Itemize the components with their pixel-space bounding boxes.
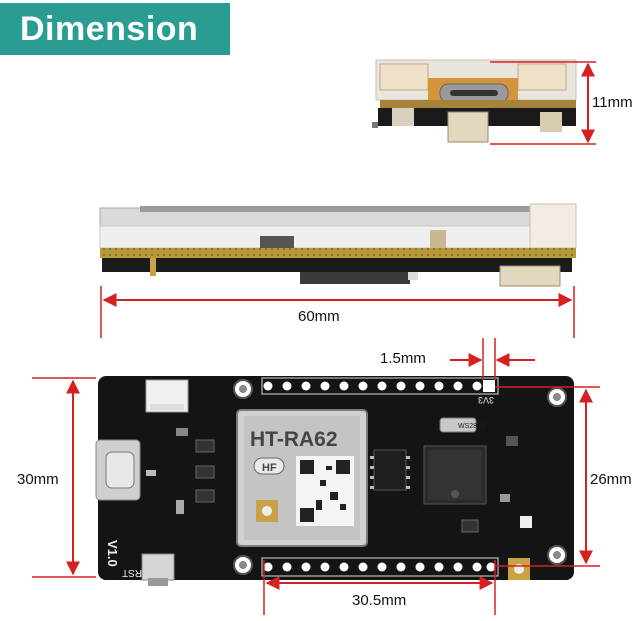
chip-label: WS2812 [458, 423, 485, 430]
version-label: V1.0 [105, 540, 120, 567]
long-side-view [99, 203, 577, 287]
height-dimension-label: 11mm [592, 94, 633, 111]
module-label: HT-RA62 [250, 428, 338, 451]
pin-span-label: 30.5mm [352, 592, 407, 609]
board-top-view [95, 376, 574, 586]
board-width-dimension-line [32, 377, 96, 578]
pin-3v3-label: 3V3 [478, 395, 494, 405]
rst-label: RST [122, 567, 142, 578]
hf-label: HF [262, 462, 277, 474]
length-dimension-line [100, 286, 575, 338]
board-width-label: 30mm [17, 471, 59, 488]
length-dimension-label: 60mm [298, 308, 340, 325]
pin-row-spacing-label: 26mm [590, 471, 632, 488]
pin-pitch-label: 1.5mm [380, 350, 426, 367]
height-dimension-line [490, 61, 596, 145]
dimension-banner: Dimension [0, 3, 230, 55]
pin-span-dimension-line [263, 560, 496, 615]
usb-side-view [372, 59, 577, 143]
pin-pitch-dimension-line [450, 338, 535, 380]
pin-row-spacing-dimension-line [495, 386, 600, 567]
